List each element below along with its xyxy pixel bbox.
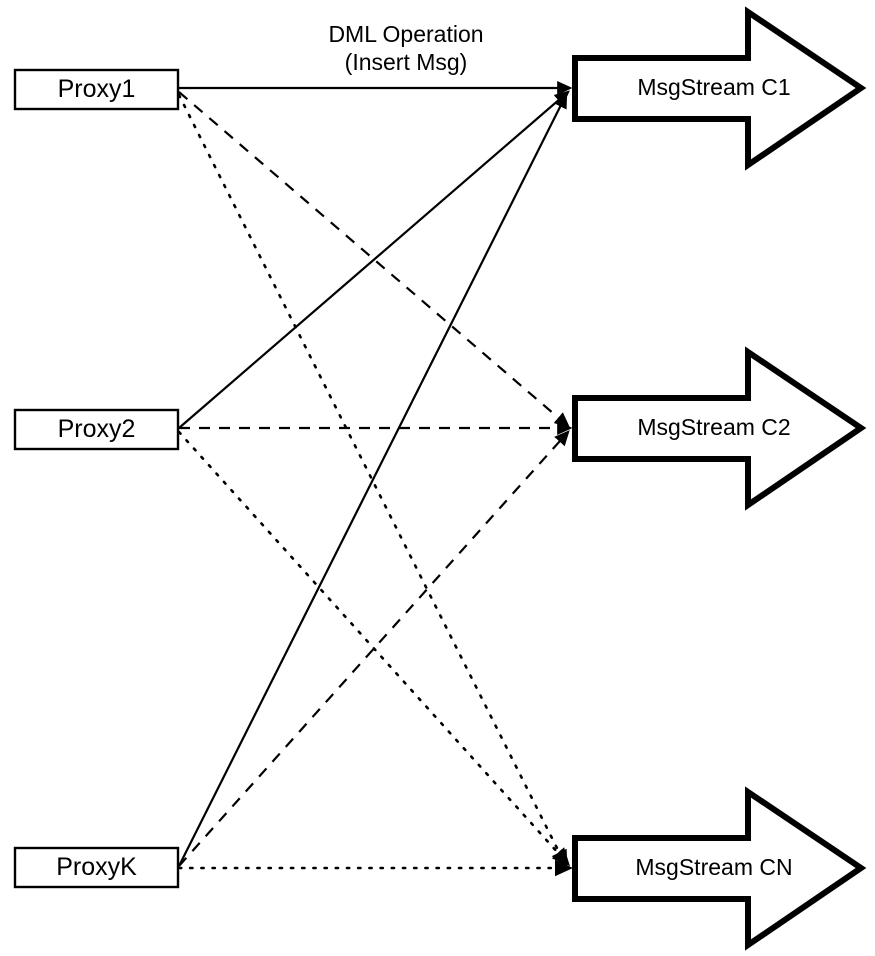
- node-proxyk[interactable]: ProxyK: [13, 846, 180, 889]
- node-proxy1[interactable]: Proxy1: [13, 68, 180, 111]
- edge-caption-line2: (Insert Msg): [345, 49, 468, 75]
- proxy2-box[interactable]: [13, 408, 180, 451]
- edge-caption: DML Operation (Insert Msg): [328, 21, 483, 75]
- edge-proxy2-to-msgstream-c1: [178, 90, 570, 429]
- edges-layer: [177, 80, 574, 877]
- proxy2-label: Proxy2: [58, 415, 136, 443]
- msgstream-c2-arrow-shape[interactable]: [572, 346, 867, 511]
- node-msgstream-cn[interactable]: MsgStream CN: [572, 786, 867, 951]
- edge-proxy1-to-msgstream-c2: [178, 91, 570, 428]
- node-msgstream-c2[interactable]: MsgStream C2: [572, 346, 867, 511]
- edge-proxy1-to-msgstream-cn: [177, 93, 568, 869]
- proxyk-label: ProxyK: [56, 853, 137, 881]
- proxies-layer: Proxy1 Proxy2 ProxyK: [13, 68, 180, 889]
- msgstream-c1-arrow-shape[interactable]: [572, 6, 867, 171]
- edge-proxyk-to-msgstream-c2: [178, 430, 570, 867]
- msgstream-c1-label: MsgStream C1: [637, 74, 790, 100]
- node-proxy2[interactable]: Proxy2: [13, 408, 180, 451]
- edge-caption-line1: DML Operation: [328, 21, 483, 47]
- proxy1-label: Proxy1: [58, 75, 136, 103]
- msgstream-cn-label: MsgStream CN: [635, 854, 792, 880]
- proxy1-box[interactable]: [13, 68, 180, 111]
- edge-proxyk-to-msgstream-c1: [178, 92, 568, 867]
- node-msgstream-c1[interactable]: MsgStream C1: [572, 6, 867, 171]
- edge-proxy2-to-msgstream-cn: [177, 430, 571, 867]
- streams-layer: MsgStream C1 MsgStream C2 MsgStream CN: [572, 6, 867, 951]
- msgstream-c2-label: MsgStream C2: [637, 414, 790, 440]
- msgstream-cn-arrow-shape[interactable]: [572, 786, 867, 951]
- proxyk-box[interactable]: [13, 846, 180, 889]
